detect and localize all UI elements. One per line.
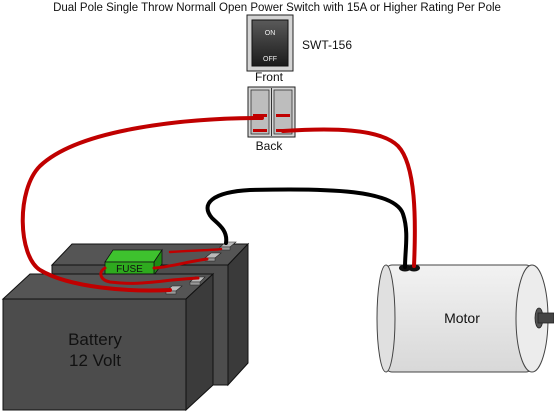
battery-label-line2: 12 Volt bbox=[69, 351, 121, 370]
switch-terminal bbox=[253, 114, 267, 117]
positive-wire-battery-to-switch bbox=[20, 116, 264, 293]
diagram-title: Dual Pole Single Throw Normall Open Powe… bbox=[53, 2, 501, 14]
switch-back-label: Back bbox=[256, 139, 284, 153]
jumper-wire-rear bbox=[168, 247, 223, 254]
motor-shaft bbox=[537, 312, 554, 324]
switch-terminal bbox=[253, 129, 267, 132]
fuse-label: FUSE bbox=[116, 264, 143, 275]
switch-back bbox=[247, 86, 296, 138]
battery-front bbox=[1, 272, 215, 412]
jumper-wire-fuse-rear bbox=[152, 257, 209, 270]
motor-label: Motor bbox=[444, 310, 480, 326]
battery-label-line1: Battery bbox=[68, 330, 122, 349]
rocker-button[interactable] bbox=[251, 19, 289, 67]
fuse: FUSE bbox=[104, 248, 163, 277]
switch-terminal bbox=[276, 114, 290, 117]
switch-front: ON OFF bbox=[246, 14, 294, 72]
switch-on-label: ON bbox=[265, 30, 276, 37]
negative-wire bbox=[205, 187, 409, 269]
jumper-wire-fuse-front bbox=[99, 266, 200, 285]
switch-front-label: Front bbox=[255, 70, 284, 84]
switch-off-label: OFF bbox=[263, 56, 277, 63]
switch-part-number: SWT-156 bbox=[302, 38, 352, 52]
positive-wire-switch-to-motor bbox=[281, 127, 417, 268]
